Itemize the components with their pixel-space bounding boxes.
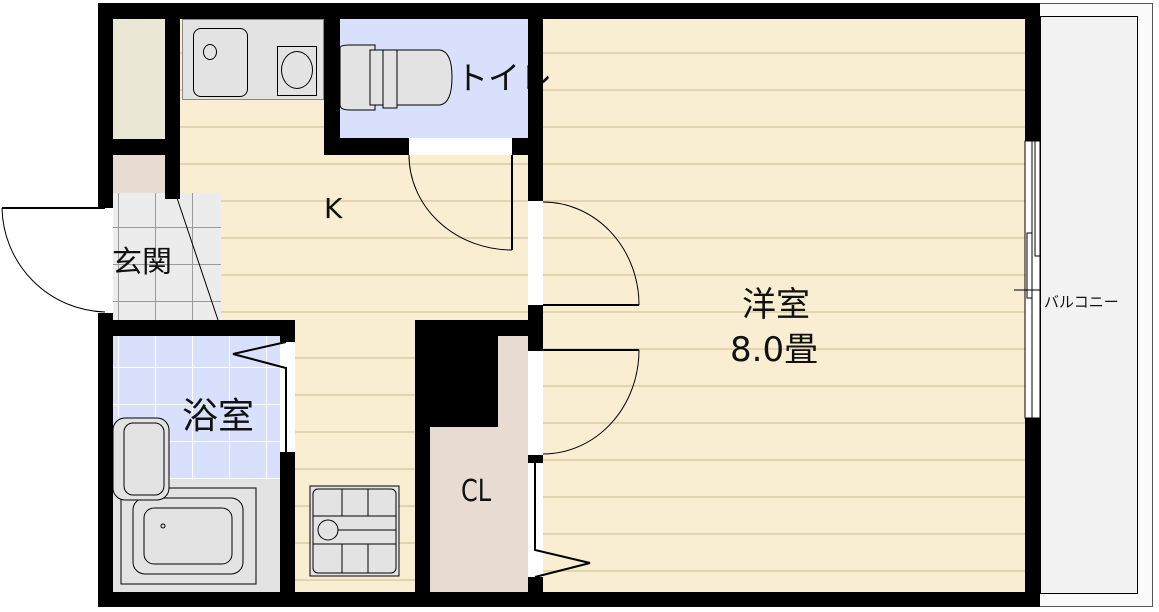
wall-center-lower (528, 577, 543, 607)
closet-area (430, 427, 528, 592)
wall-bottom (98, 592, 1040, 607)
wall-center-mid (528, 305, 543, 351)
wall-bath-right (280, 452, 295, 607)
wall-right-upper (1025, 3, 1040, 141)
western-room-label: 洋室 (742, 285, 810, 325)
wall-right-lower (1025, 418, 1040, 607)
closet-label: CL (461, 474, 492, 509)
wall-left-upper (98, 3, 113, 208)
wall-closet-top (415, 320, 528, 336)
wall-storage-bottom (98, 139, 180, 155)
entrance-door-icon (1, 207, 106, 313)
balcony-label: バルコニー (1044, 293, 1119, 311)
wall-bath-right-top (280, 320, 295, 342)
western-room-size: 8.0畳 (730, 330, 819, 370)
stove-burner (281, 51, 313, 89)
wall-center-stub (528, 455, 543, 463)
sink-drain (203, 44, 217, 60)
closet-area-upper (498, 336, 528, 428)
room-door-upper-icon (528, 201, 640, 306)
bathtub-icon (120, 487, 257, 585)
bathroom-label: 浴室 (182, 396, 255, 437)
wall-center-upper (528, 3, 543, 201)
window-icon (1014, 140, 1041, 419)
closet-folding-door-icon (528, 463, 591, 578)
bathroom-folding-door-icon (232, 341, 295, 452)
toilet-icon (339, 44, 453, 111)
wall-toilet-left (324, 3, 340, 155)
sink-icon (193, 28, 248, 97)
room-door-lower-icon (528, 349, 640, 455)
shoe-cabinet (113, 155, 165, 194)
wall-left-lower (98, 313, 113, 607)
entrance-floor (113, 193, 221, 320)
storage-area (113, 17, 165, 139)
toilet-door-icon (408, 138, 513, 251)
wall-closet-left (415, 320, 430, 607)
entrance-label: 玄関 (112, 245, 172, 280)
wall-toilet-bottom (324, 138, 409, 155)
kitchen-label: K (324, 192, 343, 225)
washing-machine-icon (309, 485, 400, 577)
wall-toilet-bottom-right (512, 138, 528, 155)
vanity-icon (112, 417, 170, 501)
wall-closet-block (430, 336, 498, 427)
wall-bath-top (98, 320, 295, 336)
balcony-floor (1040, 16, 1138, 594)
